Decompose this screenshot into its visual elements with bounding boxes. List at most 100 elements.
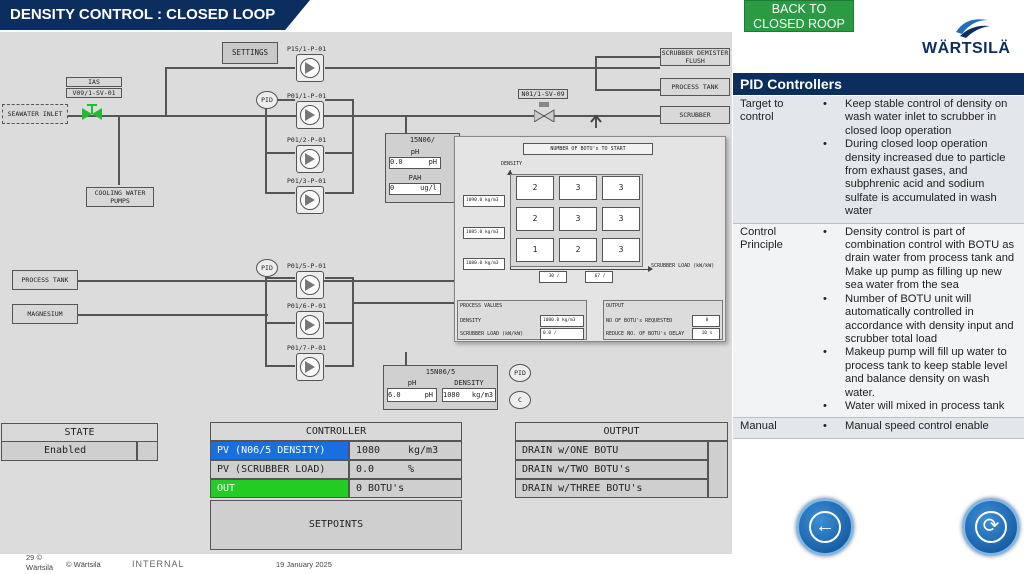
pv-load-unit: % [408, 464, 415, 475]
refresh-button[interactable]: ⟳ [962, 498, 1020, 556]
x-axis-label: SCRUBBER LOAD (kW/kW) [651, 263, 715, 269]
drain-two-botu[interactable]: DRAIN w/TWO BOTU's [515, 460, 708, 479]
drain-one-botu[interactable]: DRAIN w/ONE BOTU [515, 441, 708, 460]
pah-field: 0 ug/l [389, 183, 441, 195]
settings-button[interactable]: SETTINGS [222, 42, 278, 64]
pump-icon[interactable] [296, 54, 324, 82]
out-value[interactable]: 0 BOTU's [349, 479, 462, 498]
row-label: Manual [733, 417, 815, 439]
pid-circle[interactable]: PID [256, 91, 278, 109]
title-bar [0, 0, 310, 30]
pah-unit: ug/l [420, 184, 437, 192]
botu-popup: NUMBER OF BOTU's TO START DENSITY 1090.0… [454, 136, 726, 342]
back-button[interactable]: ← [796, 498, 854, 556]
pid-circle[interactable]: PID [256, 259, 278, 277]
ph-value: 0.0 [390, 158, 403, 166]
row-label: Control Principle [733, 223, 815, 419]
page-title: DENSITY CONTROL : CLOSED LOOP [10, 6, 276, 23]
seawater-inlet: SEAWATER INLET [2, 104, 68, 124]
grid-cell: 3 [559, 176, 597, 200]
page-number: 29 © [26, 553, 42, 562]
list-item: Keep stable control of density on wash w… [819, 98, 1020, 138]
pump-icon[interactable] [296, 311, 324, 339]
ph-field: 6.0 pH [387, 388, 437, 402]
pv-density-value: 1080 [356, 445, 381, 456]
list-item: Manual speed control enable [819, 420, 1020, 434]
pump-label: P01/5-P-01 [287, 262, 327, 270]
pv-load-field[interactable]: 0.0 % [349, 460, 462, 479]
c-circle[interactable]: C [509, 391, 531, 409]
arrow-left-icon: ← [809, 511, 841, 543]
pump-icon[interactable] [296, 271, 324, 299]
pump-label: P15/1-P-01 [287, 45, 327, 53]
green-valve-icon[interactable] [82, 104, 104, 124]
state-header: STATE [1, 423, 158, 442]
output-indicator [708, 441, 728, 498]
pump-label: P01/6-P-01 [287, 302, 327, 310]
pv-title: PROCESS VALUES [460, 303, 503, 309]
list-item: Density control is part of combination c… [819, 226, 1020, 293]
density-threshold-mid: 1085.0 kg/m3 [463, 227, 505, 239]
grid-cell: 2 [516, 176, 554, 200]
pv-load-label: PV (SCRUBBER LOAD) [210, 460, 349, 479]
wartsila-logo-icon [956, 19, 990, 38]
pid-circle[interactable]: PID [509, 364, 531, 382]
density-axis-label: DENSITY [501, 161, 523, 167]
copyright-symbol: © [36, 553, 42, 562]
pump-icon[interactable] [296, 101, 324, 129]
popup-title: NUMBER OF BOTU's TO START [523, 143, 653, 155]
table-row: Manual Manual speed control enable [733, 417, 1024, 439]
state-value[interactable]: Enabled [1, 441, 137, 461]
density-value: 1080 [443, 391, 460, 399]
density-label: DENSITY [454, 379, 484, 387]
scrubber-demister-flush: SCRUBBER DEMISTER FLUSH [660, 48, 730, 66]
pv-density-label: PV (N06/5 DENSITY) [210, 441, 349, 460]
density-unit: kg/m3 [471, 391, 493, 399]
sensor-title: 15N06/5 [425, 368, 456, 376]
v09-tag: V09/1-SV-01 [66, 88, 122, 98]
ph-label: pH [407, 379, 417, 387]
density-threshold-low: 1080.0 kg/m3 [463, 258, 505, 270]
load-threshold-2: 67 / [585, 271, 613, 283]
process-values-panel: PROCESS VALUES DENSITY 1080.0 kg/m3 SCRU… [457, 300, 587, 340]
ph-unit: pH [424, 391, 433, 399]
footer-date: 19 January 2025 [276, 560, 332, 569]
footer-copyright: © Wärtsilä [66, 560, 101, 569]
grid-cell: 3 [559, 207, 597, 231]
density-threshold-high: 1090.0 kg/m3 [463, 195, 505, 207]
load-threshold-1: 30 / [539, 271, 567, 283]
grey-valve-icon[interactable] [534, 102, 556, 122]
magnesium-box: MAGNESIUM [12, 304, 78, 324]
grid-cell: 2 [516, 207, 554, 231]
pv-density-unit: kg/m3 [408, 445, 439, 456]
output-values-panel: OUTPUT NO OF BOTU's REQUESTED 0 REDUCE N… [603, 300, 723, 340]
pid-controllers-header: PID Controllers [733, 73, 1024, 95]
ph-unit: pH [428, 158, 437, 166]
back-to-closed-loop-button[interactable]: BACK TO CLOSED ROOP [744, 0, 854, 32]
list-item: Makeup pump will fill up water to proces… [819, 346, 1020, 400]
pv-density-value: 1080.0 kg/m3 [540, 315, 584, 327]
sensor-panel-15n06: 15N06/ pH 0.0 pH PAH 0 ug/l [385, 133, 460, 203]
sensor-title: 15N06/ [409, 136, 436, 144]
n01-tag: N01/1-SV-09 [518, 89, 568, 99]
pump-icon[interactable] [296, 353, 324, 381]
setpoints-button[interactable]: SETPOINTS [210, 500, 462, 550]
pid-controllers-table: Target to control Keep stable control of… [733, 96, 1024, 439]
table-row: Target to control Keep stable control of… [733, 96, 1024, 224]
pump-icon[interactable] [296, 145, 324, 173]
output-header: OUTPUT [515, 422, 728, 441]
footer-internal: INTERNAL [132, 559, 185, 569]
out-delay-value: 10 s [692, 328, 720, 340]
list-item: Water will mixed in process tank [819, 400, 1020, 414]
pv-load-value: 0.0 [356, 464, 375, 475]
pump-label: P01/7-P-01 [287, 344, 327, 352]
drain-three-botu[interactable]: DRAIN w/THREE BOTU's [515, 479, 708, 498]
logo-text: WÄRTSILÄ [922, 40, 1011, 57]
grid-cell: 1 [516, 238, 554, 262]
ias-label: IAS [66, 77, 122, 87]
pv-density-field[interactable]: 1080 kg/m3 [349, 441, 462, 460]
sensor-panel-15n06-5: 15N06/5 pH 6.0 pH DENSITY 1080 kg/m3 [383, 365, 498, 410]
pah-value: 0 [390, 184, 395, 192]
pump-icon[interactable] [296, 186, 324, 214]
grid-cell: 3 [602, 207, 640, 231]
